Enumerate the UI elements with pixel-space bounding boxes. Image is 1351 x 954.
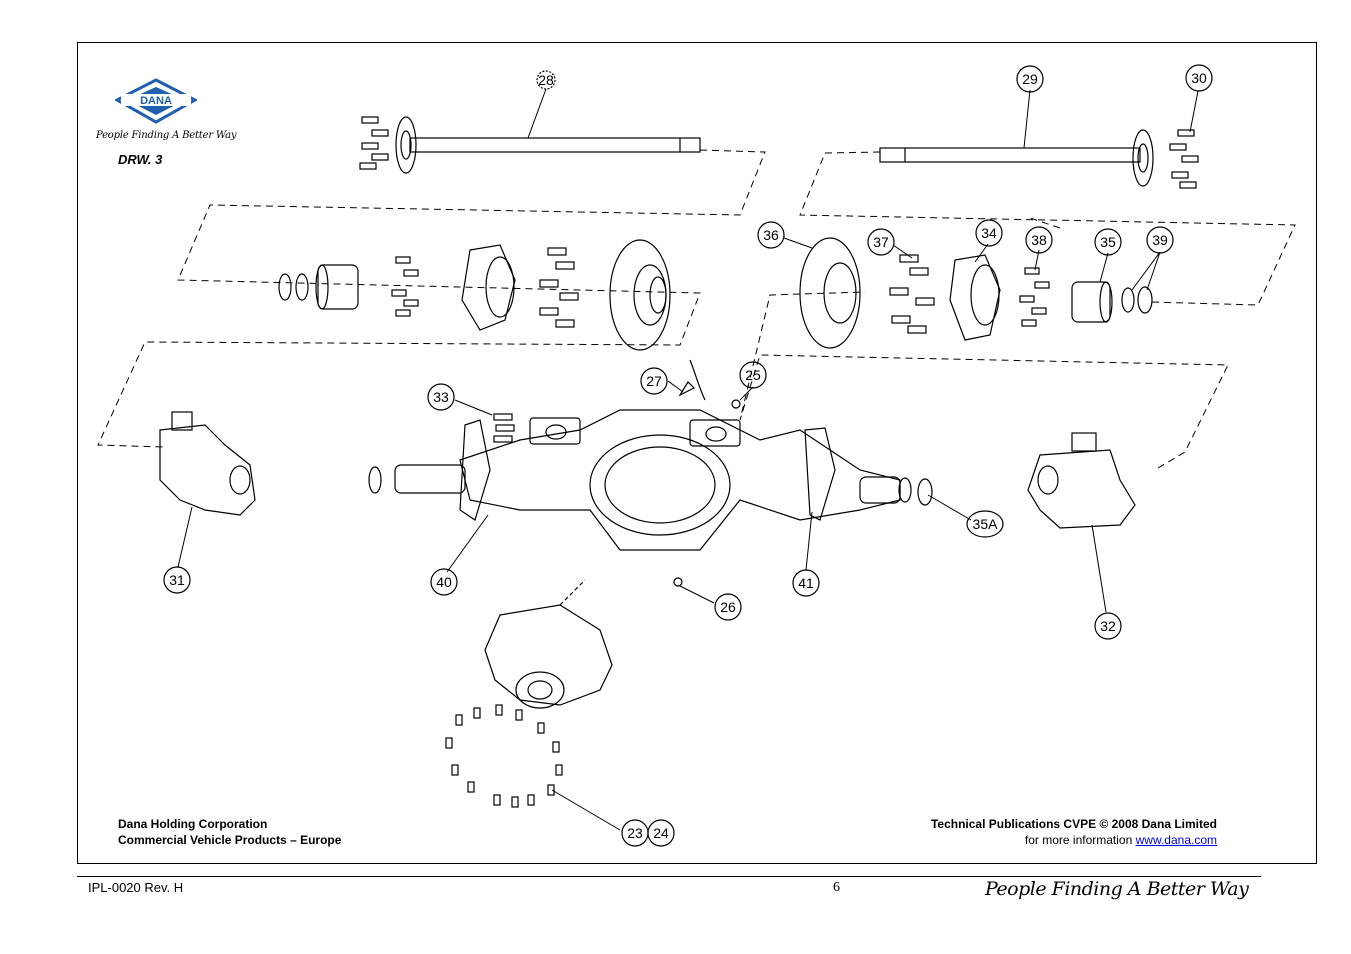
- right-hub-bolts-2: [1019, 267, 1050, 327]
- left-hub-bolts: [391, 256, 419, 317]
- callout-33: 33: [427, 383, 455, 411]
- brake-assembly-right: [1027, 432, 1136, 529]
- svg-text:40: 40: [436, 574, 452, 590]
- svg-text:27: 27: [646, 373, 662, 389]
- svg-text:30: 30: [1191, 70, 1207, 86]
- left-hub-row: [278, 239, 671, 351]
- differential-carrier: [484, 579, 613, 709]
- callout-38: 38: [1025, 226, 1053, 254]
- small-parts: [493, 359, 741, 587]
- axle-shaft-right: [879, 129, 1199, 189]
- axle-housing: [368, 409, 933, 551]
- callout-25: 25: [739, 361, 767, 389]
- svg-text:38: 38: [1031, 232, 1047, 248]
- drawing-frame: [77, 42, 1317, 864]
- publication-credit: Technical Publications CVPE © 2008 Dana …: [930, 817, 1217, 831]
- axle-shaft-left: [359, 116, 701, 174]
- document-id: IPL-0020 Rev. H: [88, 880, 184, 895]
- svg-text:32: 32: [1100, 618, 1116, 634]
- footer-tagline: People Finding A Better Way: [985, 878, 1249, 900]
- dana-logo: DANA: [115, 78, 197, 124]
- tagline-small: People Finding A Better Way: [96, 130, 237, 141]
- brake-assembly-left: [159, 411, 256, 516]
- callout-39: 39: [1146, 226, 1174, 254]
- leader-lines: [177, 88, 1199, 831]
- svg-text:31: 31: [169, 572, 185, 588]
- company-block: Dana Holding Corporation Commercial Vehi…: [118, 816, 341, 848]
- callout-31: 31: [163, 566, 191, 594]
- callout-34: 34: [975, 219, 1003, 247]
- svg-text:36: 36: [763, 227, 779, 243]
- callout-30: 30: [1185, 64, 1213, 92]
- callout-40: 40: [430, 568, 458, 596]
- callout-41: 41: [792, 569, 820, 597]
- studs-right: [1169, 129, 1199, 189]
- callout-37: 37: [867, 228, 895, 256]
- company-division: Commercial Vehicle Products – Europe: [118, 833, 342, 847]
- callout-35: 35: [1094, 228, 1122, 256]
- carrier-bolt-ring: [445, 704, 563, 808]
- callout-23: 23: [621, 819, 649, 847]
- svg-text:41: 41: [798, 575, 814, 591]
- page-number: 6: [833, 880, 840, 895]
- assembly-guides: [97, 149, 1296, 469]
- company-name: Dana Holding Corporation: [118, 817, 268, 831]
- right-hub-row: [799, 237, 1153, 349]
- svg-text:34: 34: [981, 225, 997, 241]
- publication-block: Technical Publications CVPE © 2008 Dana …: [931, 816, 1217, 848]
- callout-36: 36: [757, 221, 785, 249]
- callout-27: 27: [640, 367, 668, 395]
- callout-circles: 28 29 30 36 37 34 38 35 39 27 25 33 31 4…: [163, 64, 1213, 847]
- svg-text:28: 28: [538, 72, 554, 88]
- dana-website-link[interactable]: www.dana.com: [1135, 833, 1217, 847]
- more-info-text: for more information: [1024, 833, 1136, 847]
- callout-24: 24: [647, 819, 675, 847]
- logo-text: DANA: [140, 95, 172, 107]
- callout-35A: 35A: [966, 510, 1004, 538]
- svg-text:26: 26: [720, 599, 736, 615]
- svg-text:35: 35: [1100, 234, 1116, 250]
- svg-text:35A: 35A: [973, 516, 999, 532]
- callout-28: 28: [536, 70, 556, 90]
- drawing-label: DRW. 3: [118, 152, 163, 167]
- svg-text:23: 23: [627, 825, 643, 841]
- svg-text:37: 37: [873, 234, 889, 250]
- svg-text:29: 29: [1022, 71, 1038, 87]
- svg-text:25: 25: [745, 367, 761, 383]
- studs-left: [359, 116, 389, 170]
- right-hub-bolts: [889, 254, 935, 334]
- callout-32: 32: [1094, 612, 1122, 640]
- svg-text:24: 24: [653, 825, 669, 841]
- left-hub-bolts-2: [539, 247, 579, 328]
- svg-text:33: 33: [433, 389, 449, 405]
- footer-divider: [77, 876, 1261, 877]
- callout-26: 26: [714, 593, 742, 621]
- svg-text:39: 39: [1152, 232, 1168, 248]
- callout-29: 29: [1016, 65, 1044, 93]
